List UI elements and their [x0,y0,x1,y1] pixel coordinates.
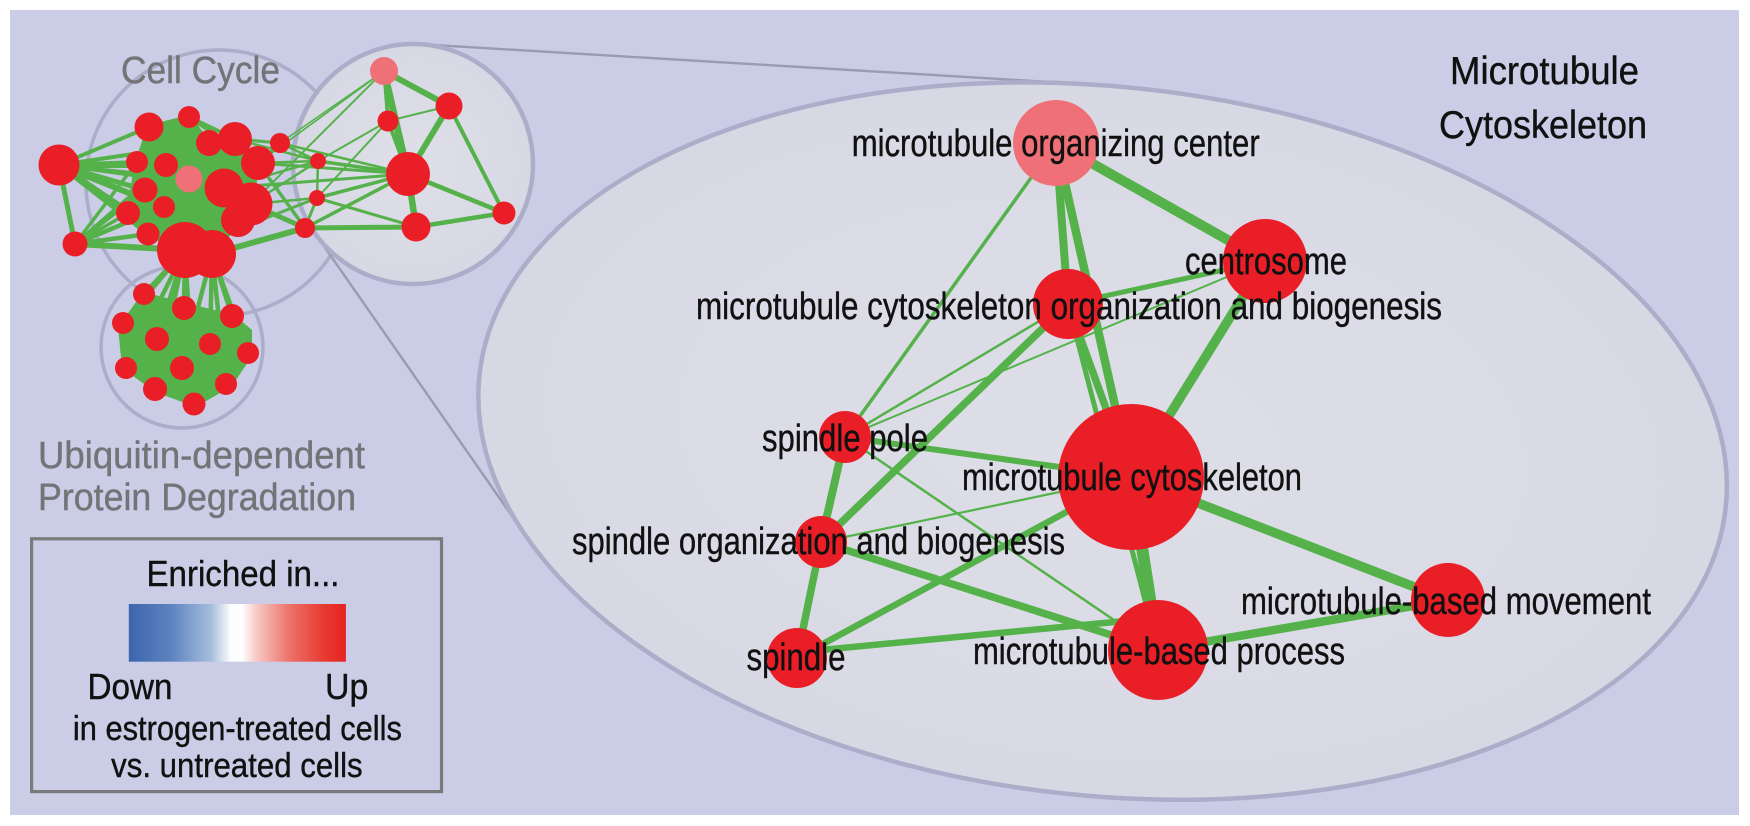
svg-text:spindle organization and bioge: spindle organization and biogenesis [572,521,1065,563]
svg-text:vs. untreated cells: vs. untreated cells [111,747,363,785]
svg-text:in estrogen-treated cells: in estrogen-treated cells [73,710,402,748]
svg-text:Microtubule: Microtubule [1450,50,1639,93]
svg-text:Protein Degradation: Protein Degradation [38,477,356,519]
svg-text:Down: Down [88,666,173,707]
svg-text:Cell Cycle: Cell Cycle [121,50,280,92]
svg-text:microtubule organizing center: microtubule organizing center [852,123,1260,165]
svg-text:microtubule cytoskeleton organ: microtubule cytoskeleton organization an… [696,286,1442,328]
svg-text:Cytoskeleton: Cytoskeleton [1439,104,1647,147]
svg-text:spindle: spindle [747,637,846,679]
svg-text:microtubule-based process: microtubule-based process [973,631,1345,673]
svg-text:spindle pole: spindle pole [762,418,928,460]
svg-text:microtubule-based movement: microtubule-based movement [1241,581,1651,623]
svg-text:Up: Up [325,666,368,707]
svg-text:microtubule cytoskeleton: microtubule cytoskeleton [962,457,1302,499]
svg-text:centrosome: centrosome [1185,241,1347,283]
svg-text:Ubiquitin-dependent: Ubiquitin-dependent [38,435,365,477]
svg-text:Enriched in...: Enriched in... [147,553,340,594]
